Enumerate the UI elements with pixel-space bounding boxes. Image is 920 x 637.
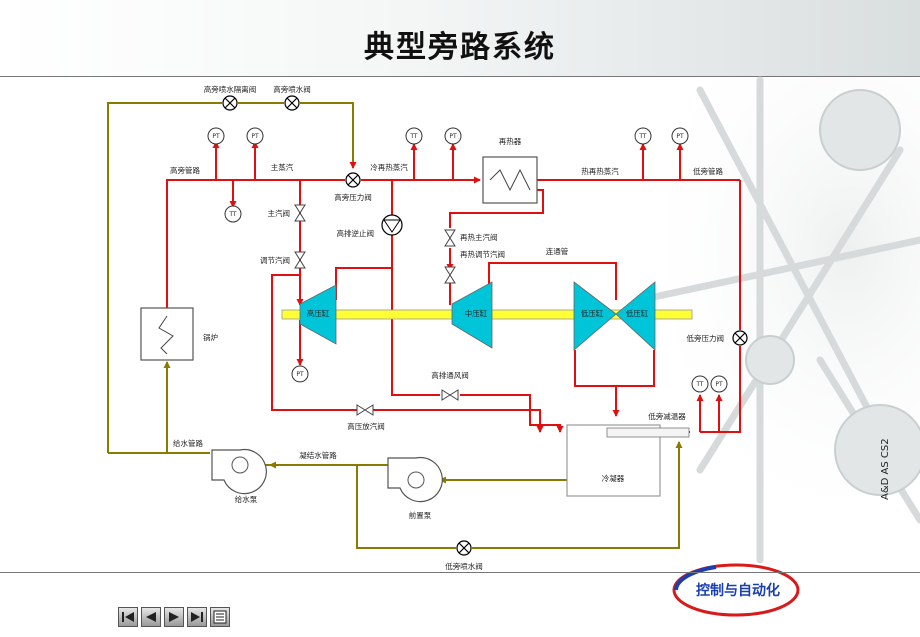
label-hot-reheat-steam: 热再热蒸汽 [581,166,619,176]
label-main-steam: 主蒸汽 [271,162,294,172]
gauges: PT PT TT TT PT TT PT PT TT PT [207,127,728,393]
tt-gauge: TT [224,205,242,223]
pt-gauge: PT [444,127,462,145]
pt-gauge: PT [671,127,689,145]
label-lp-desuperheater: 低旁减温器 [648,411,686,421]
water-pipes [107,102,683,549]
hp-exhaust-check-valve [381,214,403,236]
previous-slide-button[interactable] [141,607,161,627]
label-hp-spray-isolation-valve: 高旁喷水隔离阀 [204,84,257,94]
label-lp-cylinder-1: 低压缸 [581,308,604,318]
label-cold-reheat-steam: 冷再热蒸汽 [370,162,408,172]
background-molecule-graphic [560,76,920,572]
label-reheat-stop-valve: 再热主汽阀 [460,232,498,242]
slide-title: 典型旁路系统 [364,30,556,65]
hp-cylinder [299,284,337,345]
svg-text:TT: TT [228,211,237,218]
label-hp-spray-valve: 高旁喷水阀 [273,84,311,94]
last-slide-button[interactable] [187,607,207,627]
label-hp-cylinder: 高压缸 [307,308,330,318]
label-boiler: 锅炉 [203,332,218,342]
pt-gauge: PT [710,375,728,393]
label-hp-drain-valve: 高压放汽阀 [347,421,385,431]
first-slide-button[interactable] [118,607,138,627]
reheater [482,156,538,204]
feed-pump [211,448,267,495]
label-hp-bypass-pipe: 高旁管路 [170,165,200,175]
title-divider [0,76,920,77]
last-icon [191,612,203,622]
label-lp-cylinder-2: 低压缸 [626,308,649,318]
logo-text: 控制与自动化 [696,582,780,599]
label-lp-spray-valve: 低旁喷水阀 [445,561,483,571]
reheat-control-valve [444,266,456,284]
label-reheater: 再热器 [499,136,522,146]
label-hp-exhaust-check-valve: 高排逆止阀 [337,228,375,238]
svg-text:PT: PT [449,133,457,140]
slide-navigation [118,607,230,629]
title-band [0,0,920,76]
svg-text:PT: PT [296,371,304,378]
svg-text:PT: PT [676,133,684,140]
svg-text:TT: TT [638,133,647,140]
tt-gauge: TT [405,127,423,145]
footer-divider [0,572,920,573]
tt-gauge: TT [691,375,709,393]
lp-bypass-pressure-valve [732,330,748,346]
control-valve [294,251,306,269]
hp-spray-isolation-valve [222,95,238,111]
condenser [566,424,690,497]
diagram-labels: 高旁喷水隔离阀 高旁喷水阀 高旁管路 主蒸汽 高旁压力阀 冷再热蒸汽 再热器 热… [170,84,724,571]
side-label: A&D AS CS2 [880,438,891,500]
svg-text:TT: TT [409,133,418,140]
label-hp-bypass-pressure-valve: 高旁压力阀 [334,192,372,202]
label-condensate-pipe: 凝结水管路 [299,450,337,460]
pt-gauge: PT [291,365,309,383]
hp-drain-valve [356,404,374,416]
pt-gauge: PT [246,127,264,145]
hp-exhaust-vent-valve [441,389,459,401]
booster-pump [387,456,443,503]
lp-spray-valve [456,540,472,556]
tt-gauge: TT [634,127,652,145]
main-stop-valve [294,204,306,222]
label-hp-exhaust-vent-valve: 高排通风阀 [431,370,469,380]
svg-text:PT: PT [212,133,220,140]
label-ip-cylinder: 中压缸 [465,308,488,318]
next-slide-button[interactable] [164,607,184,627]
label-reheat-control-valve: 再热调节汽阀 [460,249,505,259]
label-lp-bypass-pipe: 低旁管路 [693,166,723,176]
lp-cylinder-2 [615,281,656,351]
boiler [140,307,194,361]
label-main-stop-valve: 主汽阀 [268,208,291,218]
ip-cylinder [451,281,493,349]
label-feed-pump: 给水泵 [235,494,258,504]
pt-gauge: PT [207,127,225,145]
next-icon [169,612,179,622]
hp-bypass-pressure-valve [345,172,361,188]
label-condenser: 冷凝器 [602,473,625,483]
lp-cylinder-1 [573,281,617,351]
reheat-stop-valve [444,229,456,247]
logo: 控制与自动化 [672,563,800,617]
label-feedwater-pipe: 给水管路 [173,438,203,448]
svg-text:PT: PT [715,381,723,388]
previous-icon [146,612,156,622]
label-booster-pump: 前置泵 [409,510,432,520]
label-lp-bypass-pressure-valve: 低旁压力阀 [687,333,725,343]
outline-icon [213,610,227,624]
label-crossover-pipe: 连通管 [546,246,569,256]
steam-pipes [166,141,741,436]
label-control-valve: 调节汽阀 [260,255,290,265]
hp-spray-valve [284,95,300,111]
outline-button[interactable] [210,607,230,627]
first-icon [122,612,134,622]
svg-text:PT: PT [251,133,259,140]
svg-text:TT: TT [695,381,704,388]
